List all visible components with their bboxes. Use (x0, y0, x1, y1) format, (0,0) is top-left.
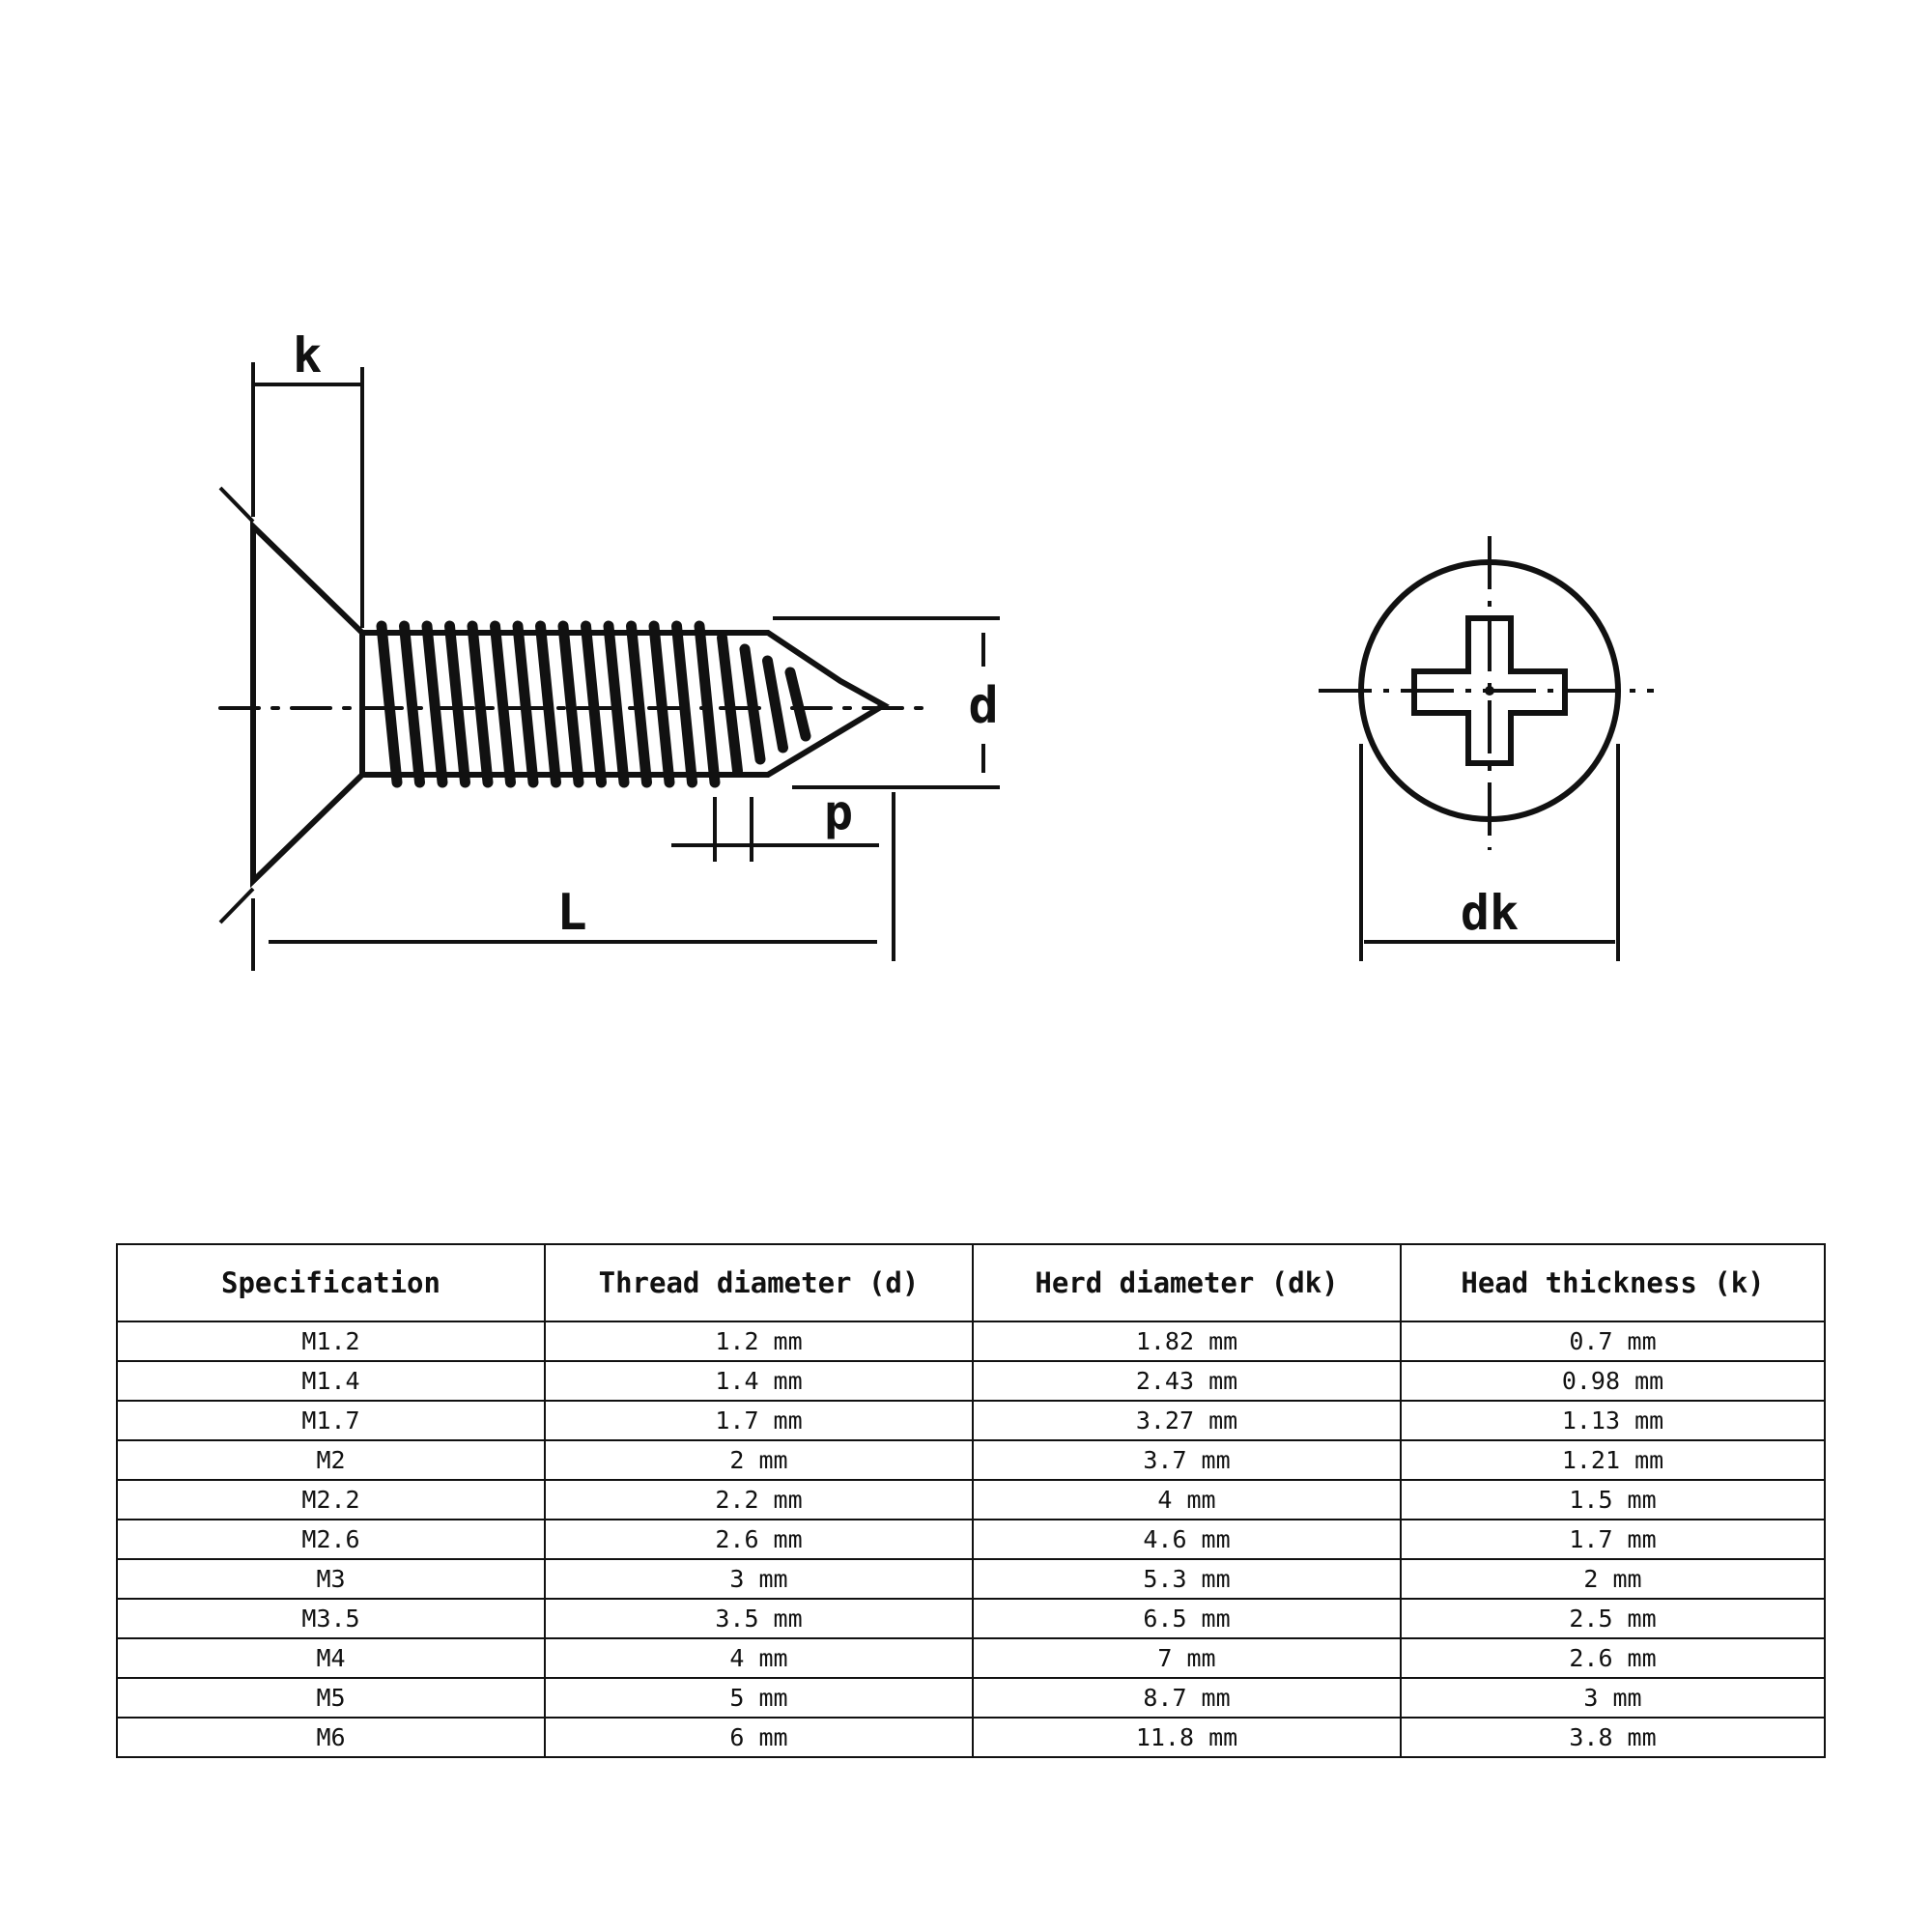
table-cell: 1.13 mm (1400, 1400, 1826, 1441)
table-cell: 2 mm (1400, 1558, 1826, 1600)
thread-pattern (376, 620, 811, 788)
header-specification: Specification (116, 1243, 546, 1322)
thread-crest (512, 620, 539, 788)
table-cell: 3 mm (544, 1558, 974, 1600)
label-dk: dk (1461, 885, 1519, 941)
dimension-k (218, 362, 364, 924)
thread-crest (694, 620, 721, 788)
phillips-cross-icon (1411, 615, 1568, 766)
table-cell: 3.5 mm (544, 1598, 974, 1639)
table-cell: 3.7 mm (972, 1439, 1402, 1481)
header-head-diameter: Herd diameter (dk) (972, 1243, 1402, 1322)
thread-crest (557, 620, 584, 788)
table-cell: 1.2 mm (544, 1321, 974, 1362)
table-cell: 1.21 mm (1400, 1439, 1826, 1481)
table-cell: 2.6 mm (544, 1519, 974, 1560)
thread-crest (784, 667, 811, 742)
table-cell: M6 (116, 1717, 546, 1758)
thread-crest (739, 643, 766, 765)
label-l: L (556, 884, 586, 942)
header-thread-diameter: Thread diameter (d) (544, 1243, 974, 1322)
table-cell: 5.3 mm (972, 1558, 1402, 1600)
table-cell: 0.7 mm (1400, 1321, 1826, 1362)
table-cell: 0.98 mm (1400, 1360, 1826, 1402)
screw-shank (359, 630, 890, 778)
table-cell: 6.5 mm (972, 1598, 1402, 1639)
table-cell: 4 mm (972, 1479, 1402, 1520)
table-cell: 1.82 mm (972, 1321, 1402, 1362)
label-k: k (293, 327, 322, 384)
table-cell: 11.8 mm (972, 1717, 1402, 1758)
table-cell: 1.7 mm (544, 1400, 974, 1441)
table-cell: M3 (116, 1558, 546, 1600)
table-cell: 3 mm (1400, 1677, 1826, 1719)
table-cell: M2.2 (116, 1479, 546, 1520)
table-header-row: Specification Thread diameter (d) Herd d… (116, 1243, 1826, 1322)
table-cell: M3.5 (116, 1598, 546, 1639)
screw-side-view (218, 519, 924, 889)
screw-head (250, 519, 365, 889)
table-cell: M1.7 (116, 1400, 546, 1441)
thread-crest (399, 620, 425, 788)
label-d: d (968, 677, 998, 735)
thread-crest (490, 620, 516, 788)
table-cell: M2 (116, 1439, 546, 1481)
thread-crest (648, 620, 675, 788)
thread-crest (581, 620, 607, 788)
table-cell: 3.8 mm (1400, 1717, 1826, 1758)
header-head-thickness: Head thickness (k) (1400, 1243, 1826, 1322)
thread-crest (671, 620, 697, 788)
dimension-dk (1359, 744, 1620, 961)
dimension-l (251, 792, 895, 971)
table-cell: 3.27 mm (972, 1400, 1402, 1441)
table-cell: 6 mm (544, 1717, 974, 1758)
table-cell: 1.5 mm (1400, 1479, 1826, 1520)
table-cell: 2.2 mm (544, 1479, 974, 1520)
table-cell: M1.4 (116, 1360, 546, 1402)
thread-crest (535, 620, 561, 788)
screw-dimension-drawing: k d p L dk (218, 327, 1654, 971)
table-cell: 1.7 mm (1400, 1519, 1826, 1560)
thread-crest (467, 620, 494, 788)
table-cell: M1.2 (116, 1321, 546, 1362)
thread-crest (762, 655, 788, 753)
table-cell: 8.7 mm (972, 1677, 1402, 1719)
table-cell: M5 (116, 1677, 546, 1719)
table-cell: M2.6 (116, 1519, 546, 1560)
table-cell: 4 mm (544, 1637, 974, 1679)
spec-table: Specification Thread diameter (d) Herd d… (116, 1243, 1826, 1758)
screw-top-view (1319, 536, 1654, 850)
table-cell: 1.4 mm (544, 1360, 974, 1402)
thread-crest (626, 620, 652, 788)
table-cell: 2 mm (544, 1439, 974, 1481)
dimension-d (773, 616, 1000, 789)
table-cell: 2.6 mm (1400, 1637, 1826, 1679)
thread-crest (444, 620, 470, 788)
table-cell: 4.6 mm (972, 1519, 1402, 1560)
table-cell: 7 mm (972, 1637, 1402, 1679)
table-cell: 2.43 mm (972, 1360, 1402, 1402)
thread-crest (421, 620, 448, 788)
thread-crest (603, 620, 630, 788)
label-p: p (824, 784, 853, 840)
table-cell: M4 (116, 1637, 546, 1679)
thread-crest (376, 620, 403, 788)
table-cell: 5 mm (544, 1677, 974, 1719)
table-cell: 2.5 mm (1400, 1598, 1826, 1639)
thread-crest (717, 632, 743, 777)
dimension-p (671, 797, 879, 862)
